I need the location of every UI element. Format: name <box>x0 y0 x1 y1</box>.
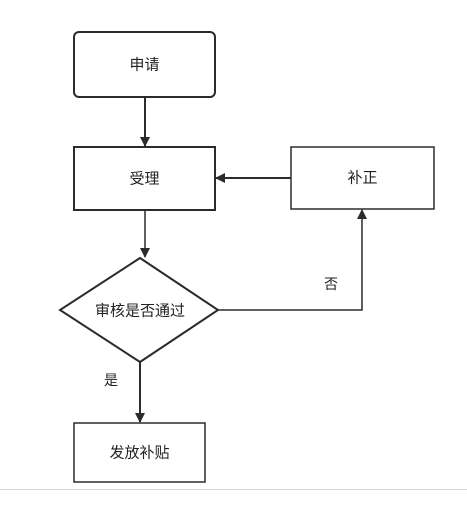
node-review: 审核是否通过 <box>58 256 220 364</box>
node-accept-box <box>73 146 216 211</box>
node-supplement-label: 补正 <box>347 169 377 187</box>
node-grant-box <box>73 422 206 483</box>
node-review-label: 审核是否通过 <box>95 302 185 320</box>
node-accept: 受理 <box>73 146 216 211</box>
node-apply: 申请 <box>73 31 216 98</box>
node-grant-label: 发放补贴 <box>109 444 169 462</box>
node-supplement: 补正 <box>290 146 435 210</box>
edge-label-yes: 是 <box>104 373 118 389</box>
node-supplement-box <box>290 146 435 210</box>
node-accept-label: 受理 <box>129 170 159 188</box>
edge-review-no-to-supplement <box>218 209 367 311</box>
edge-label-no: 否 <box>324 277 338 293</box>
node-grant: 发放补贴 <box>73 422 206 483</box>
bottom-divider <box>0 489 467 490</box>
node-apply-label: 申请 <box>129 56 159 74</box>
